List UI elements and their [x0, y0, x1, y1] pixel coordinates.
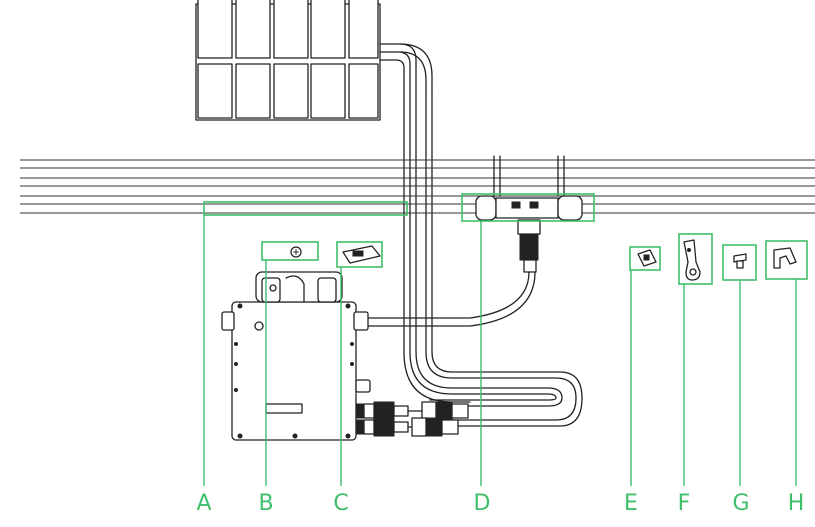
highlight-box-d	[461, 193, 595, 222]
label-d: D	[474, 491, 491, 516]
cable-clip-icon	[773, 247, 797, 269]
leader-lines	[203, 215, 797, 486]
highlight-box-e	[629, 246, 661, 271]
highlight-box-a	[203, 201, 408, 216]
dc-connectors	[355, 401, 469, 437]
label-h: H	[788, 491, 805, 516]
label-g: G	[732, 491, 749, 516]
mounting-rail	[20, 159, 815, 214]
label-a: A	[196, 491, 211, 516]
highlight-box-b	[261, 241, 319, 261]
ac-branch-connector	[361, 155, 583, 327]
trunk-cable	[379, 43, 583, 427]
highlight-box-f	[678, 233, 713, 285]
protective-cap-icon	[733, 253, 747, 269]
label-f: F	[678, 491, 691, 516]
ground-clip-icon	[342, 245, 381, 264]
label-c: C	[333, 491, 348, 516]
solar-panel	[195, 0, 381, 121]
label-b: B	[258, 491, 273, 516]
highlight-box-h	[765, 240, 808, 280]
unlock-tool-icon	[683, 239, 701, 281]
screw-icon	[290, 246, 302, 258]
component-labels: A B C D E F G H	[196, 491, 804, 516]
highlight-box-c	[336, 241, 383, 268]
highlight-boxes	[203, 193, 808, 285]
microinverter	[221, 271, 371, 441]
end-cap-icon	[637, 249, 657, 267]
label-e: E	[624, 491, 638, 516]
